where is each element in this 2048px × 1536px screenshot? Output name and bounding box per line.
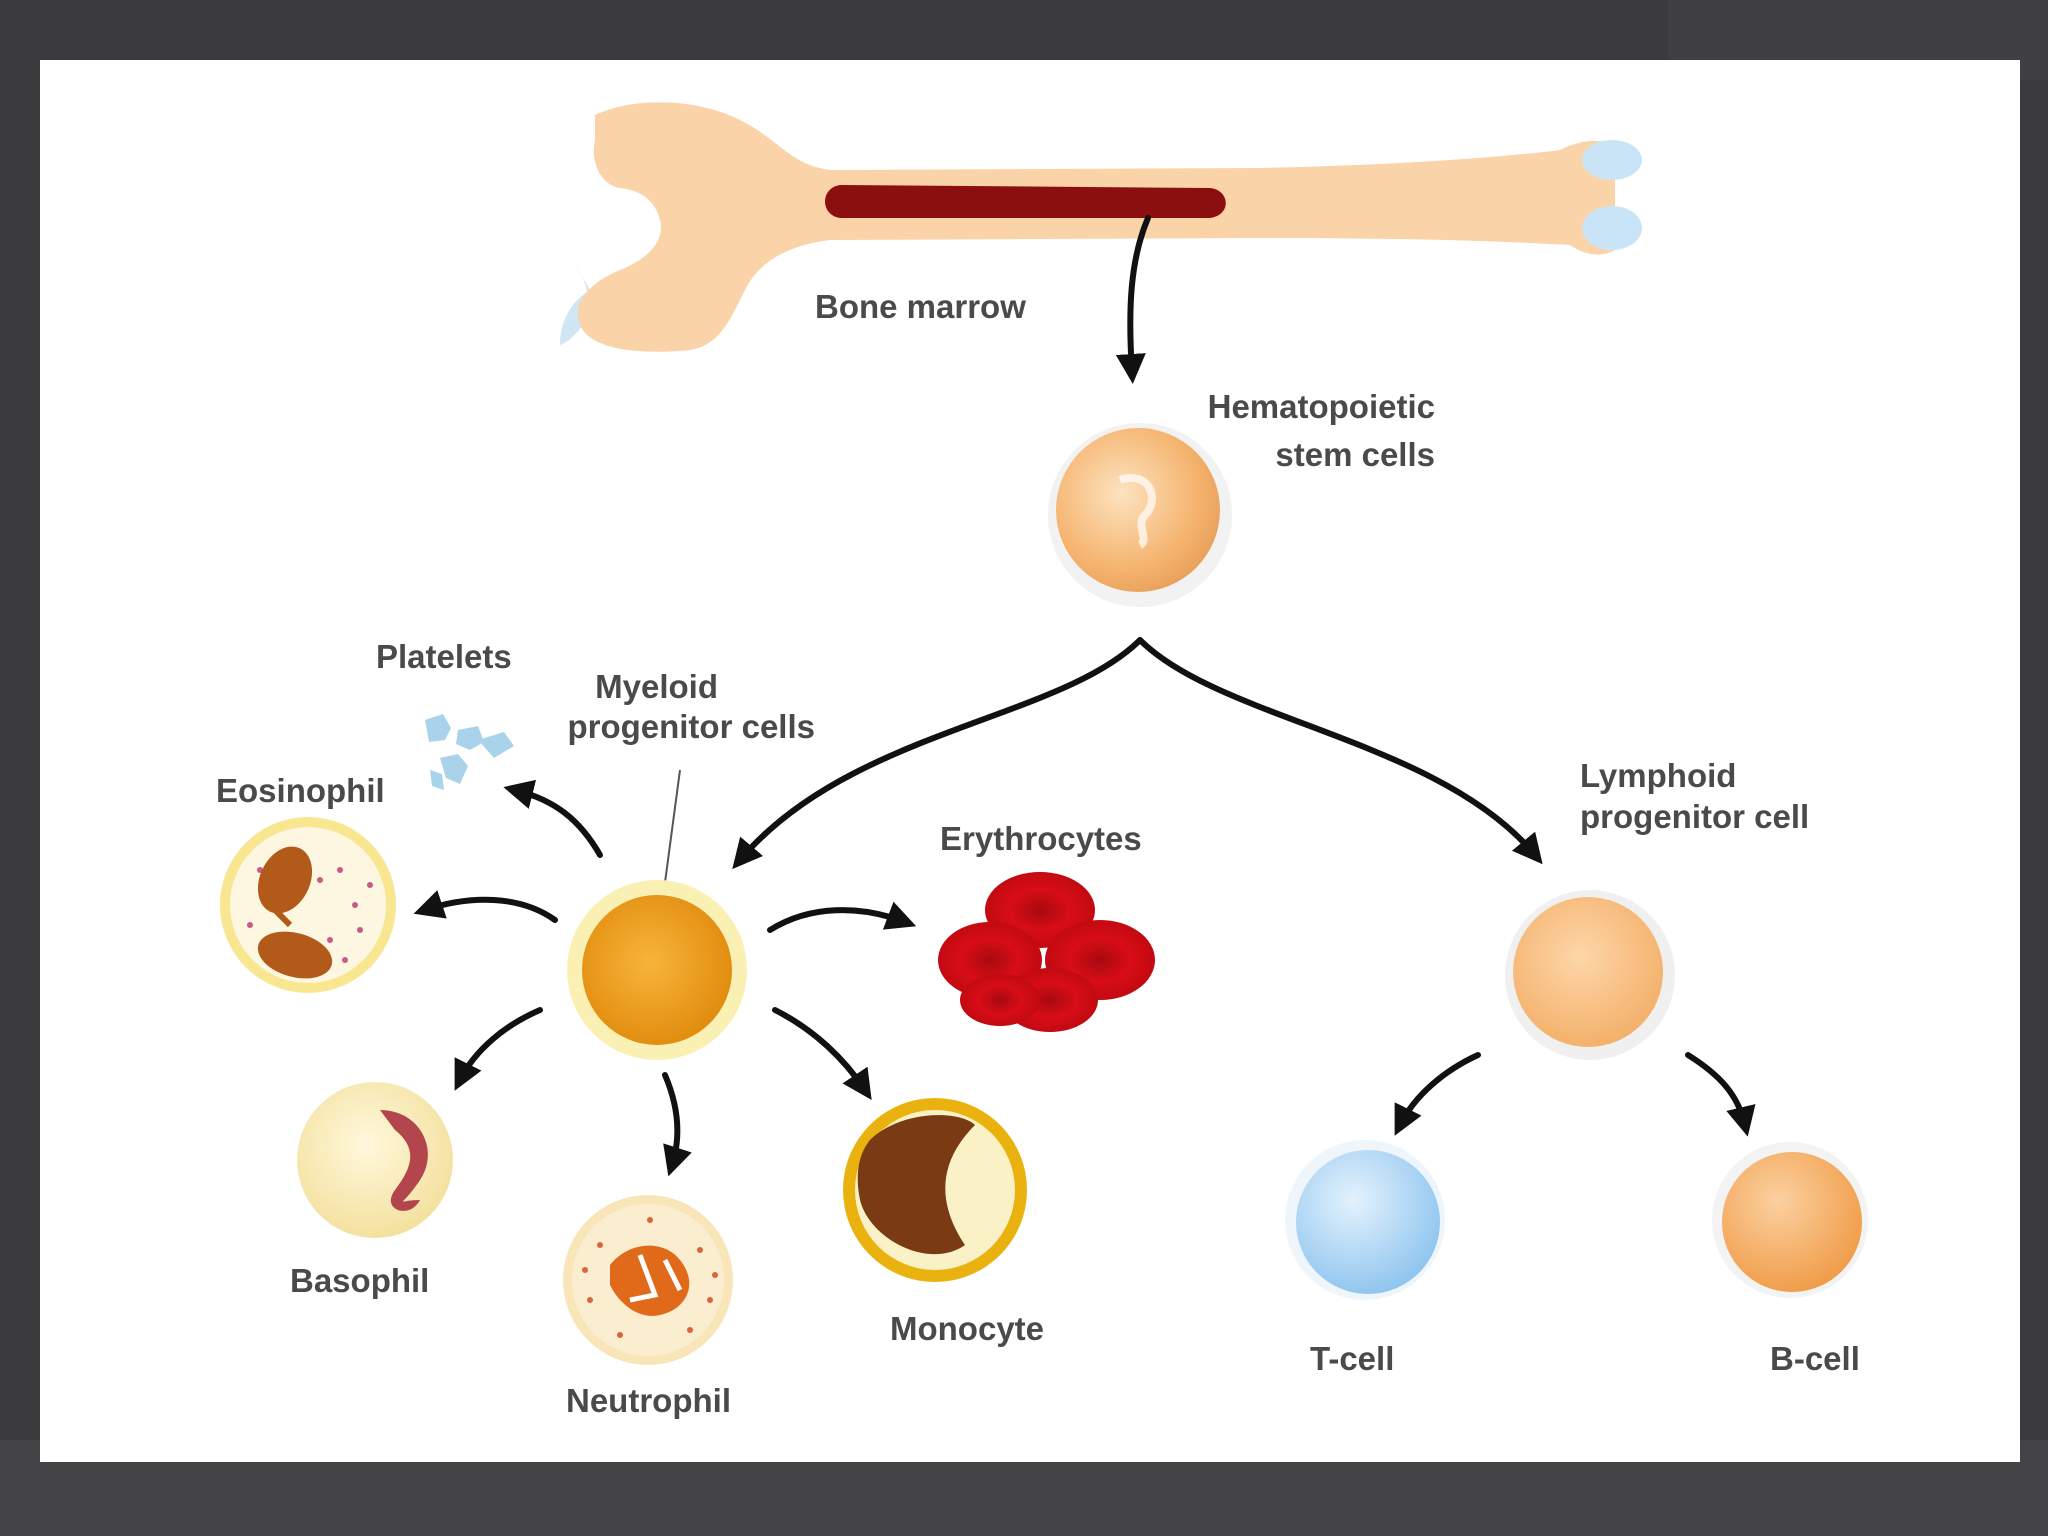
arrow-to-basophil [454,1007,543,1091]
arrow-marrow-to-hsc [1115,215,1151,384]
arrow-to-eosinophil [413,890,558,923]
label-b-cell: B-cell [1770,1340,1860,1377]
label-myeloid-line2: progenitor cells [567,708,815,745]
label-basophil: Basophil [290,1262,429,1299]
myeloid-progenitor-cell [567,880,747,1060]
label-platelets: Platelets [376,638,512,675]
eosinophil-cell [220,817,396,993]
arrow-to-neutrophil [662,1072,692,1177]
bone-illustration [560,102,1642,352]
label-bone-marrow: Bone marrow [815,288,1026,325]
bone-marrow-band [825,185,1226,218]
label-hsc-line2: stem cells [1275,436,1435,473]
neutrophil-cell [563,1195,733,1365]
arrow-to-monocyte [772,1007,872,1100]
b-cell [1712,1142,1868,1298]
lymphoid-progenitor-cell [1505,890,1675,1060]
arrow-to-b-cell [1685,1052,1756,1137]
arrows [413,215,1756,1177]
label-monocyte: Monocyte [890,1310,1044,1347]
label-lymphoid-line2: progenitor cell [1580,798,1809,835]
t-cell [1285,1140,1445,1300]
erythrocytes-cluster [938,872,1155,1032]
label-t-cell: T-cell [1310,1340,1394,1377]
label-neutrophil: Neutrophil [566,1382,731,1419]
arrow-hsc-to-myeloid [732,637,1143,870]
arrow-to-t-cell [1394,1052,1481,1136]
arrow-to-platelets [503,779,603,858]
label-myeloid-line1: Myeloid [595,668,718,705]
platelets-cluster [425,714,514,790]
label-erythrocytes: Erythrocytes [940,820,1142,857]
label-lymphoid-line1: Lymphoid [1580,757,1736,794]
label-eosinophil: Eosinophil [216,772,385,809]
label-hsc-line1: Hematopoietic [1208,388,1435,425]
arrow-to-erythrocytes [767,901,917,933]
basophil-cell [297,1082,453,1238]
hsc-cell [1048,423,1232,607]
monocyte-cell [843,1098,1027,1282]
arrow-hsc-to-lymphoid [1137,637,1543,865]
